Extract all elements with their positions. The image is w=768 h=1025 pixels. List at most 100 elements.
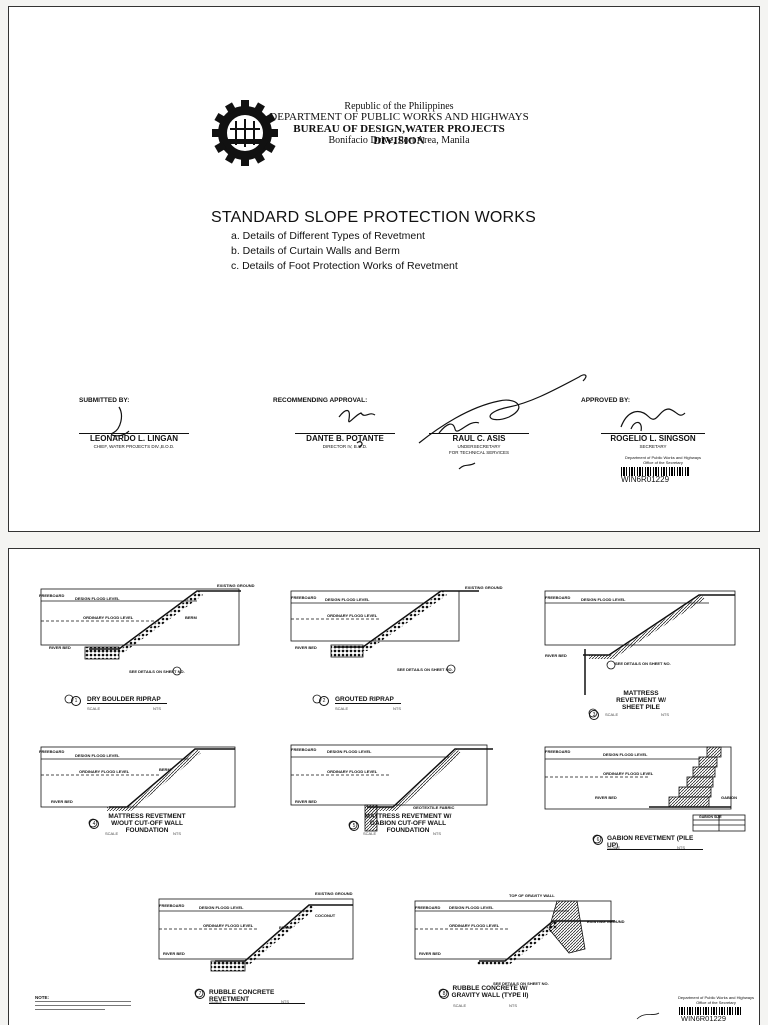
detail-3-scale: SCALE xyxy=(605,712,619,717)
berm-label-1: BERM xyxy=(185,615,197,620)
address-label: Bonifacio Drive, Port Area, Manila xyxy=(328,135,470,146)
ordinary-flood-label-5: ORDINARY FLOOD LEVEL xyxy=(327,769,378,774)
design-flood-label-5: DESIGN FLOOD LEVEL xyxy=(327,749,372,754)
ordinary-flood-label-7: ORDINARY FLOOD LEVEL xyxy=(203,923,254,928)
undersecretary-role-1: UNDERSECRETARY xyxy=(457,444,501,449)
barcode2-icon xyxy=(679,1007,741,1015)
stamp2-line-2: Office of the Secretary xyxy=(696,1000,736,1005)
berm-label-4: BERM xyxy=(159,767,171,772)
geotextile-label-5: GEOTEXTILE FABRIC xyxy=(413,805,455,810)
design-flood-label-6: DESIGN FLOOD LEVEL xyxy=(603,752,648,757)
existing-ground-label-7: EXISTING GROUND xyxy=(315,891,353,896)
stamp2-line-1: Department of Public Works and Highways xyxy=(678,995,754,1000)
riverbed-label-8: RIVER BED xyxy=(419,951,441,956)
detail-1-scale: SCALE xyxy=(87,706,101,711)
detail-3-nts: NTS xyxy=(661,712,669,717)
note-line-1 xyxy=(35,1001,131,1004)
detail-4-nts: NTS xyxy=(173,831,181,836)
detail-5-title: MATTRESS REVETMENT W/ GABION CUT-OFF WAL… xyxy=(364,813,452,834)
riverbed-label-4: RIVER BED xyxy=(51,799,73,804)
design-flood-label-3: DESIGN FLOOD LEVEL xyxy=(581,597,626,602)
design-flood-label-7: DESIGN FLOOD LEVEL xyxy=(199,905,244,910)
note-line-2 xyxy=(35,1005,131,1008)
approved-by-label: APPROVED BY: xyxy=(581,397,630,404)
submitted-by-label: SUBMITTED BY: xyxy=(79,397,130,404)
detail-4-number: 4 xyxy=(89,819,99,829)
design-flood-label-4: DESIGN FLOOD LEVEL xyxy=(75,753,120,758)
undersecretary-role-2: FOR TECHNICAL SERVICES xyxy=(449,450,509,455)
signatures-icon xyxy=(111,374,686,470)
detail-5-scale: SCALE xyxy=(363,831,377,836)
cover-sheet: Republic of the Philippines DEPARTMENT O… xyxy=(8,6,760,532)
note-label: NOTE: xyxy=(35,995,49,1000)
document-title: STANDARD SLOPE PROTECTION WORKS xyxy=(211,209,537,226)
approved-name: ROGELIO L. SINGSON xyxy=(610,434,696,443)
freeboard-label-8: FREEBOARD xyxy=(415,905,441,910)
detail-1-number: 1 xyxy=(71,696,81,706)
details-sheet: FREEBOARD DESIGN FLOOD LEVEL ORDINARY FL… xyxy=(8,548,760,1025)
detail-7-title: RUBBLE CONCRETE REVETMENT xyxy=(209,989,305,1004)
recommending-role: DIRECTOR IV, B.O.D. xyxy=(322,444,368,449)
existing-ground-label-8: EXISTING GROUND xyxy=(587,919,625,924)
signature-line-4 xyxy=(601,433,705,434)
detail-6-title: GABION REVETMENT (PILE UP) xyxy=(607,835,703,850)
country-label: Republic of the Philippines xyxy=(344,101,454,112)
bureau-label: BUREAU OF DESIGN,WATER PROJECTS DIVISION xyxy=(293,123,505,147)
coconut-label-7: COCONUT xyxy=(315,913,336,918)
stamp-line-2: Office of the Secretary xyxy=(643,460,683,465)
detail-8-scale: SCALE xyxy=(453,1003,467,1008)
ordinary-flood-label-2: ORDINARY FLOOD LEVEL xyxy=(327,613,378,618)
detail-1-title: DRY BOULDER RIPRAP xyxy=(87,696,167,704)
stamp-line-1: Department of Public Works and Highways xyxy=(625,455,701,460)
recommending-label: RECOMMENDING APPROVAL: xyxy=(273,397,368,404)
note-line-3 xyxy=(35,1009,105,1012)
freeboard-label-5: FREEBOARD xyxy=(291,747,317,752)
see-details-label-2: SEE DETAILS ON SHEET NO. xyxy=(397,667,453,672)
stamp2-code: WIN6R01229 xyxy=(681,1014,727,1023)
detail-6-nts: NTS xyxy=(677,845,685,850)
item-b: b. Details of Curtain Walls and Berm xyxy=(231,245,400,257)
detail-5-nts: NTS xyxy=(433,831,441,836)
riverbed-label-2: RIVER BED xyxy=(295,645,317,650)
undersecretary-name: RAUL C. ASIS xyxy=(452,434,506,443)
stamp-code: WIN6R01229 xyxy=(621,475,670,484)
detail-6-number: 6 xyxy=(593,835,603,845)
detail-2-title: GROUTED RIPRAP xyxy=(335,696,401,704)
detail-8-number: 8 xyxy=(439,989,449,999)
freeboard-label-3: FREEBOARD xyxy=(545,595,571,600)
top-gravity-wall-label: TOP OF GRAVITY WALL xyxy=(509,893,555,898)
see-details-label-8: SEE DETAILS ON SHEET NO. xyxy=(493,981,549,986)
berm-label-7: BERM xyxy=(279,925,291,930)
revetment-drawings-icon xyxy=(40,588,746,1020)
detail-3-number: 3 xyxy=(589,710,599,720)
design-flood-label-1: DESIGN FLOOD LEVEL xyxy=(75,596,120,601)
existing-ground-label-1: EXISTING GROUND xyxy=(217,583,255,588)
recommending-name: DANTE B. POTANTE xyxy=(306,434,384,443)
detail-2-scale: SCALE xyxy=(335,706,349,711)
department-label: DEPARTMENT OF PUBLIC WORKS AND HIGHWAYS xyxy=(269,111,529,123)
riverbed-label-5: RIVER BED xyxy=(295,799,317,804)
gabion-label-6: GABION xyxy=(721,795,737,800)
item-c: c. Details of Foot Protection Works of R… xyxy=(231,260,458,272)
freeboard-label-7: FREEBOARD xyxy=(159,903,185,908)
riverbed-label-7: RIVER BED xyxy=(163,951,185,956)
existing-ground-label-2: EXISTING GROUND xyxy=(465,585,503,590)
signature-line-1 xyxy=(79,433,189,434)
detail-8-title: RUBBLE CONCRETE W/ GRAVITY WALL (TYPE II… xyxy=(451,985,529,999)
submitted-name: LEONARDO L. LINGAN xyxy=(90,434,178,443)
design-flood-label-2: DESIGN FLOOD LEVEL xyxy=(325,597,370,602)
see-details-label-1: SEE DETAILS ON SHEET NO. xyxy=(129,669,185,674)
detail-3-title: MATTRESS REVETMENT W/ SHEET PILE xyxy=(616,690,666,711)
freeboard-label-6: FREEBOARD xyxy=(545,749,571,754)
signature-line-3 xyxy=(429,433,529,434)
submitted-role: CHIEF, WATER PROJECTS DIV.,B.O.D. xyxy=(93,444,175,449)
see-details-label-3: SEE DETAILS ON SHEET NO. xyxy=(615,661,671,666)
design-flood-label-8: DESIGN FLOOD LEVEL xyxy=(449,905,494,910)
freeboard-label-2: FREEBOARD xyxy=(291,595,317,600)
detail-6-scale: SCALE xyxy=(607,845,621,850)
detail-1-nts: NTS xyxy=(153,706,161,711)
dpwh-seal-icon xyxy=(212,100,278,166)
riverbed-label-1: RIVER BED xyxy=(49,645,71,650)
detail-5-number: 5 xyxy=(349,821,359,831)
detail-7-nts: NTS xyxy=(281,999,289,1004)
